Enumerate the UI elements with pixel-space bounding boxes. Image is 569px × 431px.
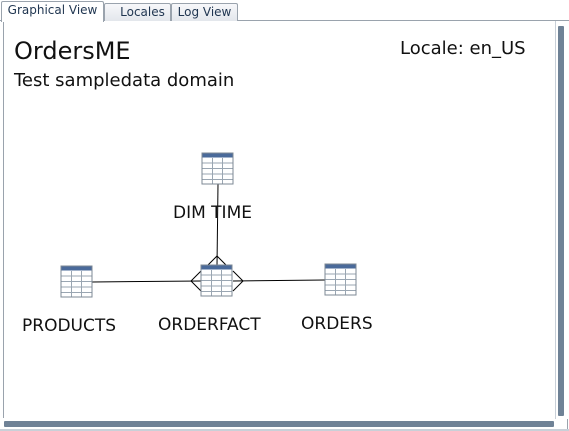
crows-foot-marker-top (206, 255, 228, 267)
relation-orderfact-products[interactable] (91, 280, 202, 283)
tab-bar: Graphical View Locales Log View (0, 0, 569, 22)
tab-bar-divider (0, 20, 569, 21)
vertical-scrollbar-thumb[interactable] (558, 26, 564, 416)
table-icon[interactable] (201, 152, 234, 185)
model-description: Test sampledata domain (14, 70, 235, 91)
relation-orderfact-orders[interactable] (232, 279, 326, 282)
horizontal-scrollbar-thumb[interactable] (4, 421, 554, 427)
model-name: OrdersME (14, 37, 131, 65)
graphical-view-canvas[interactable] (3, 21, 555, 418)
panel-bottom-border (0, 429, 569, 431)
node-label-dim-time[interactable]: DIM TIME (173, 203, 252, 223)
tab-log-view[interactable]: Log View (171, 3, 238, 21)
crows-foot-marker-left (190, 270, 202, 292)
relation-orderfact-dim-time[interactable] (216, 183, 219, 267)
node-label-orders[interactable]: ORDERS (301, 314, 373, 334)
node-label-products[interactable]: PRODUCTS (22, 316, 117, 336)
tab-locales[interactable]: Locales (104, 3, 171, 21)
tab-locales-label: Locales (120, 5, 165, 19)
table-icon[interactable] (60, 265, 93, 298)
tab-graphical-view-label: Graphical View (7, 3, 98, 17)
tab-graphical-view[interactable]: Graphical View (1, 1, 104, 22)
table-icon[interactable] (200, 264, 233, 297)
node-label-orderfact[interactable]: ORDERFACT (158, 315, 261, 335)
tab-log-view-label: Log View (177, 5, 232, 19)
locale-indicator: Locale: en_US (400, 38, 526, 59)
crows-foot-marker-right (232, 270, 244, 292)
table-icon[interactable] (324, 263, 357, 296)
